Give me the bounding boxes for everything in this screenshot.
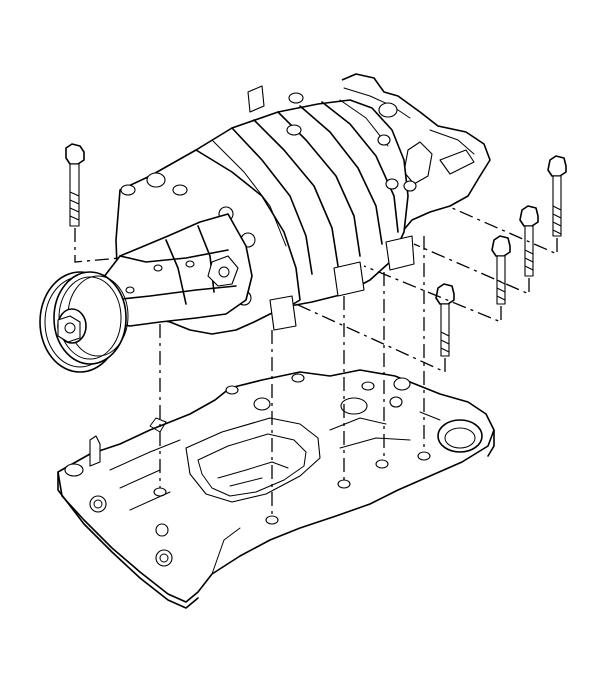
bolt-middle-right [519,205,539,277]
bolt-center [435,283,455,357]
bolt-left [65,143,85,227]
isolator-icon [333,261,365,297]
isolator-icon [269,295,297,331]
bolt-lower-right [491,235,511,305]
assembly-lines [74,207,558,516]
drive-pulley-icon [39,271,129,373]
supercharger-assembly [97,73,491,335]
lower-intake-manifold [57,369,495,609]
isolator-icon [385,235,415,271]
bolt-upper-right [547,155,567,237]
